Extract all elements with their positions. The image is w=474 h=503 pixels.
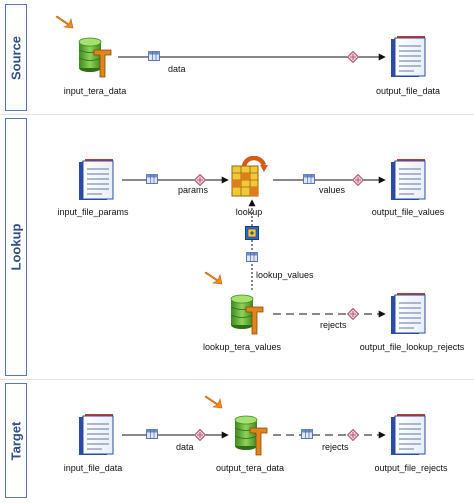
node-label-input-file-data: input_file_data [63,463,123,473]
start-marker-arrow-icon [204,395,223,409]
node-label-input-tera-data: input_tera_data [63,86,127,96]
node-label-lookup: lookup [235,207,263,217]
node-label-output-tera-data: output_tera_data [215,463,285,473]
node-label-lookup-tera-values: lookup_tera_values [202,342,282,352]
start-marker-arrow-icon [204,271,223,285]
node-label-output-file-data: output_file_data [375,86,441,96]
row-schema-icon[interactable] [148,51,160,61]
lookup-link-icon[interactable] [245,226,259,240]
connection-marker-icon[interactable] [347,51,359,63]
file-input-icon[interactable] [78,158,114,201]
connection-marker-icon[interactable] [347,308,359,320]
connection-marker-icon[interactable] [352,174,364,186]
row-schema-icon[interactable] [146,429,158,439]
flow-label-data-source: data [168,64,186,74]
lane-separator [0,379,474,380]
target-lane: Target [5,383,27,498]
flow-label-lookup-values: lookup_values [256,270,314,280]
row-schema-icon[interactable] [301,429,313,439]
connection-marker-icon[interactable] [194,174,206,186]
node-label-output-file-rejects: output_file_rejects [374,463,448,473]
start-marker-arrow-icon [55,15,74,29]
node-label-input-file-params: input_file_params [57,207,129,217]
file-output-icon[interactable] [390,413,426,456]
file-output-icon[interactable] [390,158,426,201]
flow-label-values: values [319,185,346,195]
flow-label-params: params [178,185,209,195]
flow-label-rejects-lookup: rejects [320,320,347,330]
file-output-icon[interactable] [390,292,426,335]
file-input-icon[interactable] [78,413,114,456]
node-label-output-file-lookup-rejects: output_file_lookup_rejects [359,342,465,352]
node-label-output-file-values: output_file_values [371,207,445,217]
connection-marker-icon[interactable] [194,429,206,441]
tera-database-icon[interactable] [78,37,112,78]
connection-marker-icon[interactable] [347,429,359,441]
lookup-component-icon[interactable] [232,158,268,196]
tera-database-icon[interactable] [234,415,268,456]
lane-separator [0,114,474,115]
lookup-lane: Lookup [5,118,27,376]
tera-database-icon[interactable] [230,294,264,335]
row-schema-icon[interactable] [303,174,315,184]
file-output-icon[interactable] [390,35,426,78]
flow-label-rejects-target: rejects [322,442,349,452]
source-lane: Source [5,4,27,111]
flow-label-data-target: data [176,442,194,452]
row-schema-icon[interactable] [246,252,258,262]
row-schema-icon[interactable] [146,174,158,184]
